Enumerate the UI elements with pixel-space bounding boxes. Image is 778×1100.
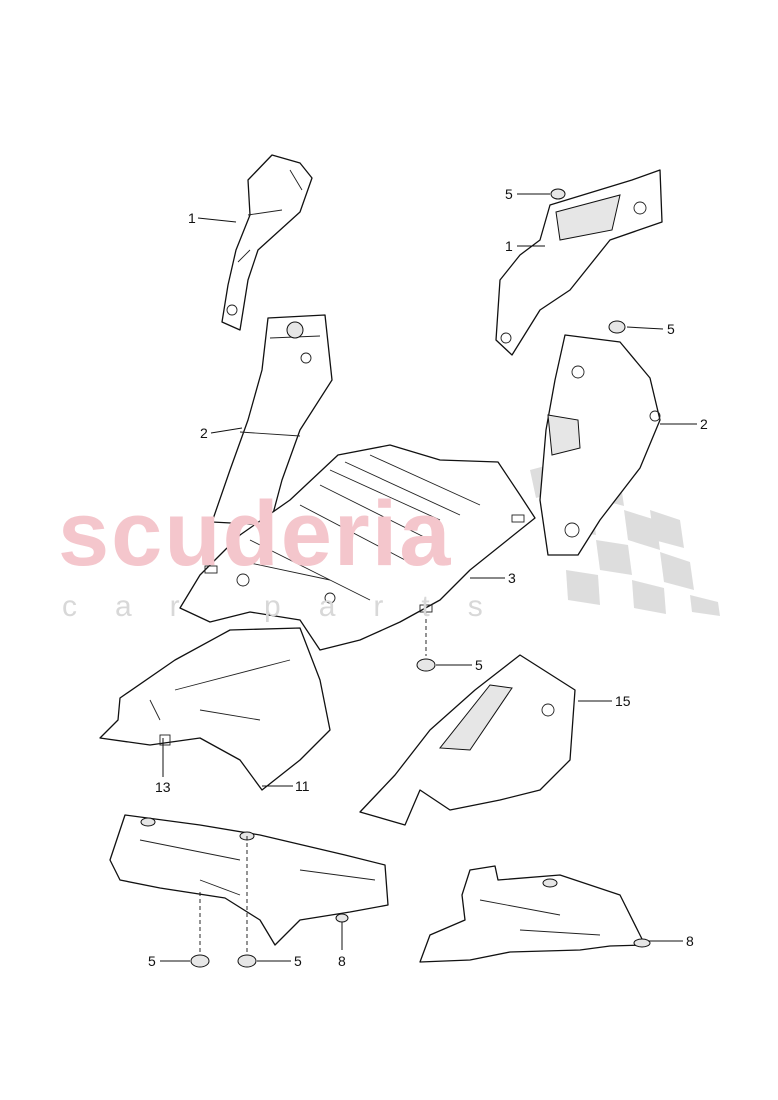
heat-shield-part-1-left bbox=[221, 154, 313, 331]
heat-shield-part-3 bbox=[179, 444, 536, 651]
heat-shield-part-2-right bbox=[539, 320, 661, 556]
callout-5: 5 bbox=[505, 186, 513, 202]
nut-8 bbox=[335, 913, 349, 923]
callout-5: 5 bbox=[294, 953, 302, 969]
callout-1: 1 bbox=[505, 238, 513, 254]
heat-shield-lower-left bbox=[109, 814, 389, 946]
heat-shield-lower-right bbox=[419, 865, 651, 963]
nut-5 bbox=[237, 954, 257, 968]
callout-1: 1 bbox=[188, 210, 196, 226]
callout-8: 8 bbox=[686, 933, 694, 949]
callout-13: 13 bbox=[155, 779, 171, 795]
heat-shield-part-1-right bbox=[495, 169, 663, 356]
heat-shield-part-15 bbox=[359, 654, 576, 826]
callout-leader-lines bbox=[160, 193, 697, 962]
callout-5: 5 bbox=[475, 657, 483, 673]
callout-8: 8 bbox=[338, 953, 346, 969]
callout-3: 3 bbox=[508, 570, 516, 586]
callout-11: 11 bbox=[295, 778, 310, 794]
heat-shield-part-11 bbox=[99, 627, 331, 791]
callout-2: 2 bbox=[700, 416, 708, 432]
nut-5 bbox=[416, 658, 436, 672]
callout-2: 2 bbox=[200, 425, 208, 441]
callout-5: 5 bbox=[667, 321, 675, 337]
callout-15: 15 bbox=[615, 693, 631, 709]
callout-5: 5 bbox=[148, 953, 156, 969]
nut-5 bbox=[190, 954, 210, 968]
